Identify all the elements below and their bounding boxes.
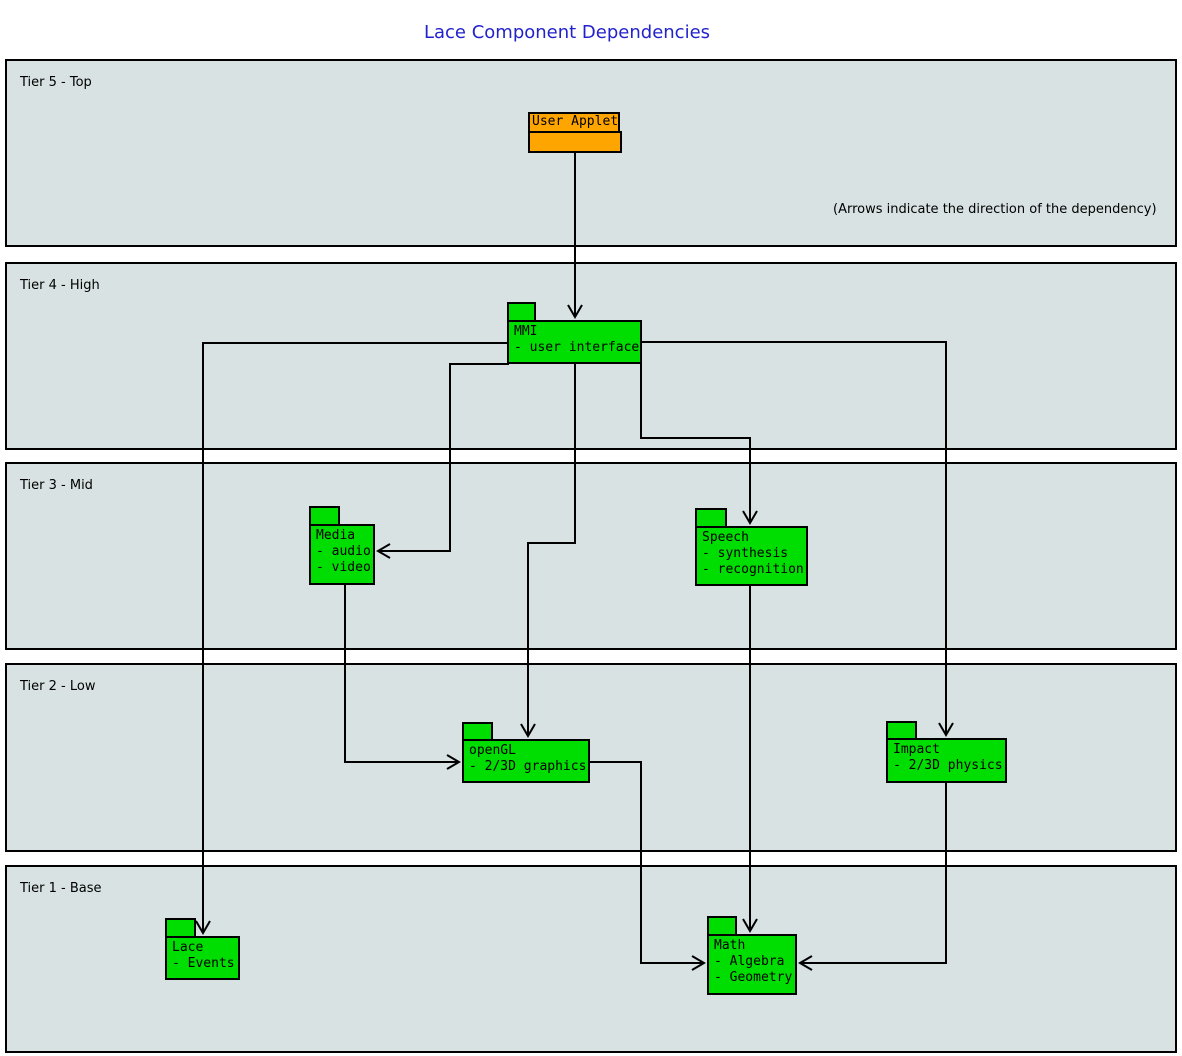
component-detail: - Algebra xyxy=(714,954,785,969)
component-body: MMI- user interface xyxy=(507,320,642,364)
component-name: Math xyxy=(714,938,746,953)
component-body: Speech- synthesis- recognition xyxy=(695,526,808,586)
component-body: Media- audio- video xyxy=(309,524,375,585)
component-detail: - 2/3D physics xyxy=(893,758,1003,773)
component-body xyxy=(528,131,622,153)
tier-5-top: Tier 5 - Top xyxy=(5,59,1177,247)
component-name: User Applet xyxy=(528,112,620,133)
component-name: MMI xyxy=(514,324,538,339)
component-tab xyxy=(165,918,196,938)
component-tab xyxy=(309,506,340,526)
component-body: Math- Algebra- Geometry xyxy=(707,934,797,995)
component-detail: - user interface xyxy=(514,340,640,355)
component-name: Media xyxy=(316,528,356,543)
component-body: Impact- 2/3D physics xyxy=(886,738,1007,783)
component-body: openGL- 2/3D graphics xyxy=(462,739,590,783)
tier-label: Tier 2 - Low xyxy=(20,679,96,694)
annotation-text: (Arrows indicate the direction of the de… xyxy=(833,202,1157,217)
page-title: Lace Component Dependencies xyxy=(423,22,711,43)
component-detail: - 2/3D graphics xyxy=(469,759,587,774)
component-detail: - Events xyxy=(172,956,235,971)
component-detail: - video xyxy=(316,560,371,575)
component-tab xyxy=(707,916,737,936)
component-detail: - audio xyxy=(316,544,371,559)
component-name: Lace xyxy=(172,940,204,955)
tier-label: Tier 3 - Mid xyxy=(20,478,93,493)
component-detail: - synthesis xyxy=(702,546,789,561)
component-tab xyxy=(507,302,536,322)
component-tab xyxy=(695,508,727,528)
tier-label: Tier 5 - Top xyxy=(20,75,92,90)
component-name: openGL xyxy=(469,743,516,758)
tier-label: Tier 1 - Base xyxy=(20,881,102,896)
component-body: Lace- Events xyxy=(165,936,240,980)
tier-label: Tier 4 - High xyxy=(20,278,100,293)
component-name: Speech xyxy=(702,530,749,545)
component-detail: - Geometry xyxy=(714,970,793,985)
component-detail: - recognition xyxy=(702,562,804,577)
component-name: Impact xyxy=(893,742,940,757)
tier-3-mid: Tier 3 - Mid xyxy=(5,462,1177,650)
